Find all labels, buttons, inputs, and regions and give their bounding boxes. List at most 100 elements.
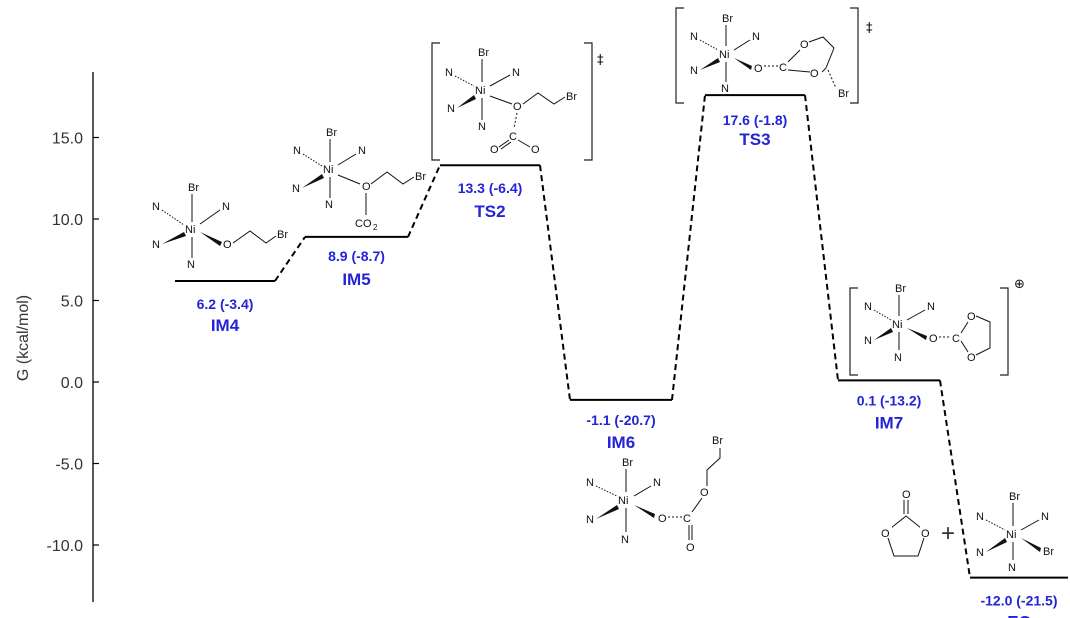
atom-br: Br <box>478 47 489 59</box>
y-tick-label: -10.0 <box>47 538 84 555</box>
atom-br: Br <box>188 182 199 194</box>
energy-value-im4: 6.2 (-3.4) <box>197 296 254 312</box>
structure-ts2: ‡ Br Ni N N N N O Br C O O <box>431 42 604 161</box>
energy-value-ts3: 17.6 (-1.8) <box>723 112 788 128</box>
atom-br: Br <box>566 91 577 103</box>
structure-im7: ⊕ Br Ni N N N N O C O O <box>849 277 1025 376</box>
y-tick-label: 15.0 <box>52 131 83 148</box>
atom-n: N <box>222 201 230 213</box>
atom-o: O <box>223 239 232 251</box>
atom-ni: Ni <box>719 49 729 61</box>
atom-n: N <box>976 511 984 523</box>
y-tick-label: -5.0 <box>55 457 83 474</box>
atom-ni: Ni <box>185 224 195 236</box>
structure-ec-products: O O O + Br Ni N N N N Br <box>880 489 1054 574</box>
atom-br: Br <box>838 88 849 100</box>
atom-n: N <box>445 67 453 79</box>
energy-value-im5: 8.9 (-8.7) <box>328 248 385 264</box>
atom-br: Br <box>712 435 723 447</box>
atom-n: N <box>927 301 935 313</box>
connector-line <box>804 95 839 381</box>
atom-o: O <box>362 181 371 193</box>
state-label-ts2: TS2 <box>474 202 505 221</box>
atom-n: N <box>864 301 872 313</box>
atom-n: N <box>478 121 486 133</box>
atom-o: O <box>754 63 763 75</box>
atom-br: Br <box>415 171 426 183</box>
atom-n: N <box>690 31 698 43</box>
atom-n: N <box>653 477 661 489</box>
connector-line <box>539 165 571 401</box>
atom-n: N <box>586 514 594 526</box>
atom-c: CO <box>355 218 372 230</box>
atom-n: N <box>690 65 698 77</box>
atom-n: N <box>292 183 300 195</box>
state-label-ts3: TS3 <box>739 130 770 149</box>
transition-state-mark: ‡ <box>597 53 604 68</box>
atom-subscript: 2 <box>373 223 378 232</box>
atom-o: O <box>929 333 938 345</box>
atom-o: O <box>531 144 540 156</box>
energy-value-im7: 0.1 (-13.2) <box>857 392 922 408</box>
atom-o: O <box>800 39 809 51</box>
atom-o: O <box>902 489 911 501</box>
atom-o: O <box>967 352 976 364</box>
atom-br: Br <box>277 229 288 241</box>
atom-n: N <box>293 145 301 157</box>
atom-n: N <box>152 239 160 251</box>
atom-o: O <box>686 542 695 554</box>
state-label-im4: IM4 <box>211 316 240 335</box>
energy-value-im6: -1.1 (-20.7) <box>586 412 655 428</box>
atom-c: C <box>509 131 517 143</box>
atom-o: O <box>810 68 819 80</box>
y-ticks: 15.010.05.00.0-5.0-10.0 <box>47 131 99 555</box>
atom-ni: Ni <box>618 495 628 507</box>
y-tick-label: 10.0 <box>52 212 83 229</box>
connector-line <box>939 380 971 578</box>
connector-line <box>274 236 306 282</box>
atom-br: Br <box>1043 546 1054 558</box>
atom-n: N <box>864 335 872 347</box>
charge-mark: ⊕ <box>1014 277 1025 292</box>
state-label-im7: IM7 <box>875 413 903 432</box>
atom-n: N <box>512 67 520 79</box>
atom-n: N <box>1041 511 1049 523</box>
y-axis-title: G (kcal/mol) <box>15 295 32 381</box>
energy-levels <box>175 94 1068 579</box>
structure-im6: Br Ni N N N N O C O O Br <box>586 435 723 554</box>
transition-state-mark: ‡ <box>866 21 873 36</box>
atom-c: C <box>683 513 691 525</box>
atom-o: O <box>700 487 709 499</box>
structure-im4: Br Ni N N N N O Br <box>152 182 288 271</box>
atom-o: O <box>513 101 522 113</box>
y-tick-label: 0.0 <box>61 375 83 392</box>
atom-n: N <box>586 477 594 489</box>
atom-n: N <box>721 83 729 95</box>
atom-br: Br <box>622 457 633 469</box>
atom-br: Br <box>895 283 906 295</box>
atom-ni: Ni <box>892 319 902 331</box>
atom-br: Br <box>1009 491 1020 503</box>
structure-im5: Br Ni N N N N O Br CO 2 <box>292 127 426 232</box>
atom-ni: Ni <box>475 85 485 97</box>
atom-ni: Ni <box>323 164 333 176</box>
atom-n: N <box>894 352 902 364</box>
atom-o: O <box>881 528 890 540</box>
atom-n: N <box>976 547 984 559</box>
structure-ts3: ‡ Br Ni N N N N O C O O Br <box>675 7 873 104</box>
atom-c: C <box>779 62 787 74</box>
atom-n: N <box>1008 562 1016 574</box>
atom-n: N <box>358 145 366 157</box>
state-label-im5: IM5 <box>342 270 370 289</box>
atom-n: N <box>152 201 160 213</box>
connector-line <box>407 164 441 238</box>
plus-sign: + <box>941 520 955 547</box>
atom-ni: Ni <box>1006 529 1016 541</box>
atom-n: N <box>187 259 195 271</box>
atom-n: N <box>447 103 455 115</box>
atom-n: N <box>752 31 760 43</box>
atom-o: O <box>490 144 499 156</box>
atom-o: O <box>967 311 976 323</box>
connector-line <box>671 95 706 401</box>
